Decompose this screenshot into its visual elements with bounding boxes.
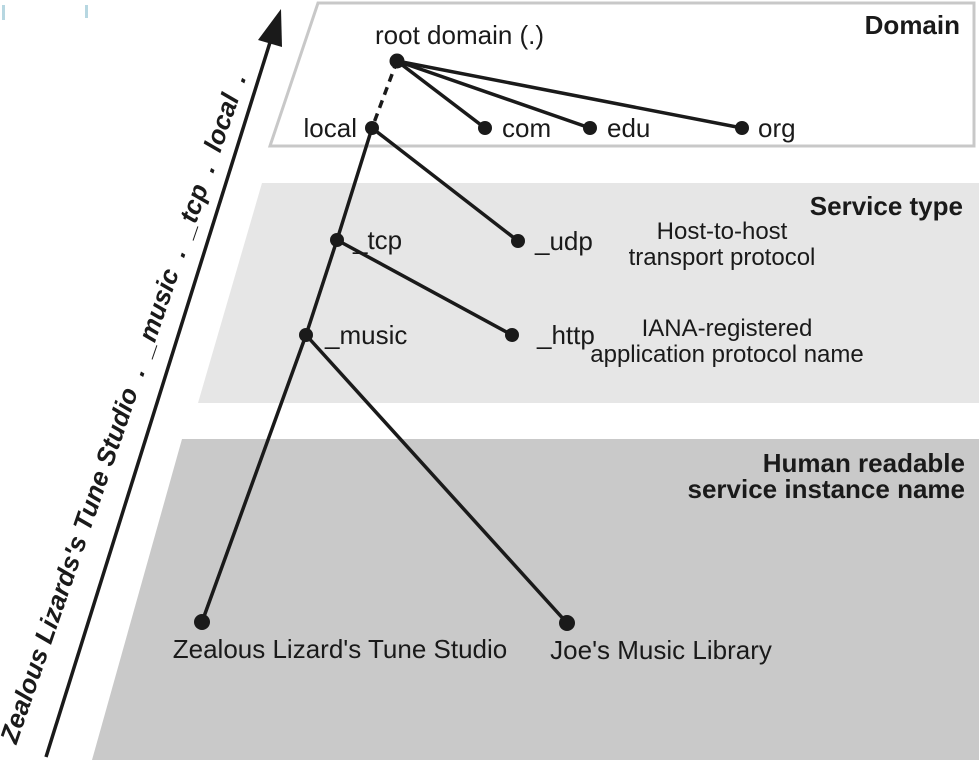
instance-band-title-line2: service instance name [687,474,966,504]
domain-band [267,1,976,148]
edge-root-edu [396,59,591,130]
edge-music-joes [304,333,569,625]
application-protocol-note: IANA-registered application protocol nam… [590,316,864,368]
transport-protocol-note-line1: Host-to-host [656,218,788,245]
edge-tcp-music [304,239,339,336]
domain-band-title: Domain [864,10,960,40]
edge-tcp-http [336,238,513,337]
node-label-root: root domain (.) [375,20,545,50]
service-band-title: Service type [809,191,963,221]
application-protocol-note-line1: IANA-registered [641,315,813,342]
node-label-edu: edu [607,113,651,143]
node-dot-root [389,53,405,69]
node-label-org: org [758,113,796,143]
node-dot-joes [559,615,575,631]
node-dot-http [505,328,519,342]
edge-local-tcp [335,127,374,241]
node-dot-zealous [194,614,210,630]
node-dot-org [735,121,749,135]
edge-music-zealous [200,334,308,623]
instance-name-band [92,439,979,760]
application-protocol-note-line2: application protocol name [590,341,864,368]
transport-protocol-note: Host-to-host transport protocol [629,219,816,271]
node-label-com: com [502,113,552,143]
node-label-tcp: _tcp [353,225,403,255]
node-dot-edu [583,121,597,135]
instance-band-title: Human readable service instance name [688,450,966,502]
fqdn-axis-line [44,35,274,758]
scan-artifact [85,5,88,18]
node-label-http: _http [537,320,595,350]
node-dot-udp [511,234,525,248]
edge-local-udp [370,126,520,243]
node-label-zealous: Zealous Lizard's Tune Studio [172,634,508,664]
node-dot-music [299,328,313,342]
node-label-local: local [303,113,357,143]
transport-protocol-note-line2: transport protocol [628,244,816,271]
node-dot-local [365,121,379,135]
fqdn-axis-arrowhead-icon [258,9,282,47]
node-label-joes: Joe's Music Library [550,635,772,665]
edge-root-org [396,59,743,130]
instance-band-title-line1: Human readable [762,448,965,478]
edge-root-com [395,59,487,130]
node-label-udp: _udp [535,226,593,256]
node-label-music: _music [325,320,408,350]
edge-root-local [370,60,399,129]
node-dot-tcp [330,233,344,247]
scan-artifact [2,5,5,20]
node-dot-com [478,121,492,135]
service-type-band [198,183,979,403]
